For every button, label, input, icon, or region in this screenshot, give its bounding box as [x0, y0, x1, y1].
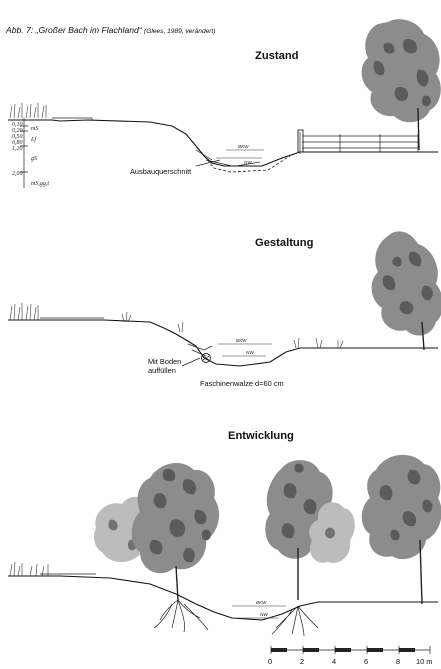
shrub-middle-entwicklung [309, 502, 355, 563]
svg-text:mS: mS [31, 126, 38, 132]
svg-text:0,20: 0,20 [12, 128, 23, 134]
scale-tick-6: 6 [364, 657, 368, 666]
scale-tick-8: 8 [396, 657, 400, 666]
label-faschinenwalze: Faschinenwalze d=60 cm [200, 379, 284, 388]
roots-middle-entwicklung [271, 605, 319, 637]
cross-section-dashed [197, 147, 291, 173]
water-level-lower-zustand: NW [244, 160, 252, 165]
svg-text:gS: gS [31, 156, 37, 162]
svg-text:0,10: 0,10 [12, 122, 23, 128]
scale-tick-0: 0 [268, 657, 272, 666]
label-mit-boden: Mit Boden [148, 357, 181, 366]
scale-tick-2: 2 [300, 657, 304, 666]
fence-zustand [297, 129, 419, 154]
panel-gestaltung: Gestaltung BKW NW Mit Boden auffüllen Fa… [8, 231, 441, 388]
tree-large-left-entwicklung [131, 463, 220, 601]
water-level-upper-entwicklung: BKW [256, 600, 267, 605]
svg-text:mS,gg,t: mS,gg,t [31, 181, 49, 187]
panel-entwicklung: Entwicklung [8, 430, 441, 637]
scale-tick-4: 4 [332, 657, 336, 666]
reeds-left-gestaltung [9, 303, 39, 321]
ground-line-zustand [8, 119, 438, 167]
scale-bar: 0 2 4 6 8 10 m [268, 646, 432, 666]
svg-text:Lf: Lf [30, 136, 37, 143]
water-level-upper-gestaltung: BKW [236, 338, 247, 343]
panel-title-gestaltung: Gestaltung [255, 237, 314, 249]
water-level-upper-zustand: BKW [238, 144, 249, 149]
figure-caption: Abb. 7: „Großer Bach im Flachland“ (Glee… [5, 25, 216, 35]
scale-tick-10: 10 m [416, 657, 432, 666]
label-ausbauquerschnitt: Ausbauquerschnitt [130, 167, 191, 176]
svg-text:2,00: 2,00 [12, 171, 23, 177]
reeds-left-entwicklung [9, 561, 49, 577]
svg-text:0,80: 0,80 [12, 140, 23, 146]
tree-zustand [361, 19, 441, 151]
svg-text:1,20: 1,20 [12, 146, 23, 152]
label-auffuellen: auffüllen [148, 366, 176, 375]
water-level-lower-entwicklung: NW [260, 612, 268, 617]
ground-line-gestaltung [8, 319, 438, 367]
panel-title-zustand: Zustand [255, 50, 299, 62]
reeds-left-zustand [9, 103, 47, 119]
roots-left-entwicklung [153, 599, 209, 633]
ground-line-entwicklung [8, 575, 438, 621]
tree-gestaltung [371, 231, 441, 351]
panel-title-entwicklung: Entwicklung [228, 430, 294, 442]
panel-zustand: Zustand 0,10 0,20 0,50 0,80 1,20 2,00 mS… [8, 19, 441, 188]
svg-text:0,50: 0,50 [12, 134, 23, 140]
tree-right-entwicklung [361, 454, 441, 605]
water-level-lower-gestaltung: NW [246, 350, 254, 355]
soil-profile: 0,10 0,20 0,50 0,80 1,20 2,00 mS Lf gS m… [12, 118, 49, 188]
